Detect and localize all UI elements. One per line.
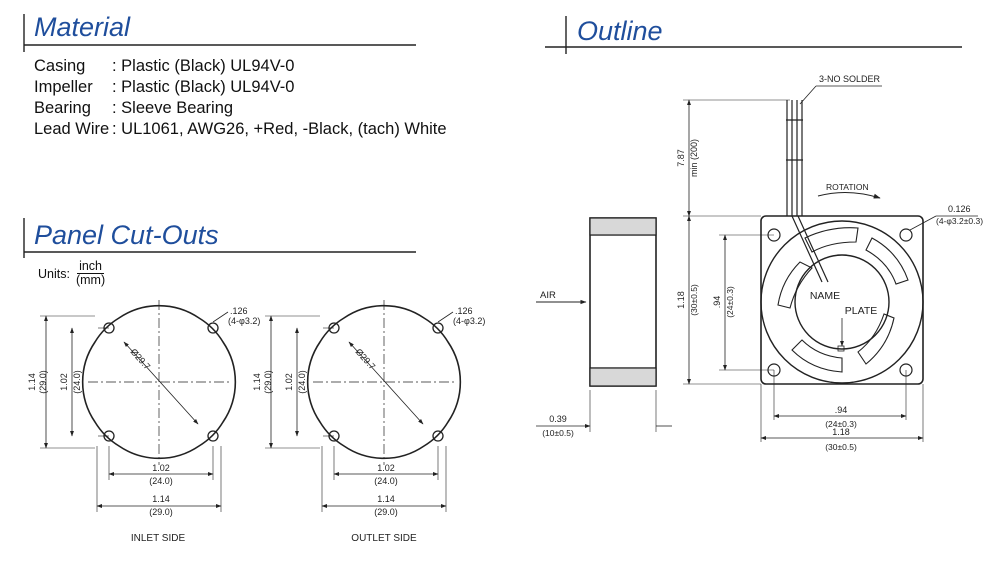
- solder-label: 3-NO SOLDER: [819, 74, 881, 84]
- material-key: Casing: [34, 57, 86, 75]
- outlet-dim-114-h: 1.14: [377, 494, 395, 504]
- width-24: (24±0.3): [825, 419, 857, 429]
- cutouts-rule: [23, 218, 416, 258]
- fan-front-view: [683, 85, 978, 442]
- material-heading: Material: [34, 12, 131, 42]
- material-list: Casing : Plastic (Black) UL94V-0 Impeller…: [34, 56, 447, 140]
- inlet-hole-note-2: (4-φ3.2): [228, 316, 260, 326]
- inlet-dim-102-h: 1.02: [152, 463, 170, 473]
- outlet-dim-102: 1.02: [284, 373, 294, 391]
- material-row-casing: Casing : Plastic (Black) UL94V-0: [34, 56, 447, 77]
- inlet-dim-24: (24.0): [72, 370, 82, 394]
- units-label: Units:: [38, 266, 70, 281]
- width-30: (30±0.5): [825, 442, 857, 452]
- air-label: AIR: [540, 290, 556, 301]
- inlet-cutout-drawing: [40, 300, 237, 512]
- inlet-dim-24-h: (24.0): [149, 476, 173, 486]
- material-key: Lead Wire: [34, 120, 110, 138]
- outlet-hole-note-2: (4-φ3.2): [453, 316, 485, 326]
- nameplate-name: NAME: [810, 290, 840, 302]
- hole-dim-mm: (4-φ3.2±0.3): [936, 216, 983, 226]
- inlet-dim-29-h: (29.0): [149, 507, 173, 517]
- units-mm: (mm): [75, 273, 106, 287]
- inlet-side-label: INLET SIDE: [131, 533, 186, 544]
- outlet-hole-note-1: .126: [455, 306, 473, 316]
- fan-hub: [794, 254, 890, 350]
- material-value: : Plastic (Black) UL94V-0: [112, 57, 295, 75]
- outlet-dim-24: (24.0): [297, 370, 307, 394]
- height-118: 1.18: [676, 291, 686, 309]
- outlet-dim-29-v: (29.0): [263, 370, 273, 394]
- inlet-dim-114-h: 1.14: [152, 494, 170, 504]
- width-94: .94: [835, 405, 848, 415]
- units-legend: Units: inch (mm): [38, 260, 105, 287]
- material-value: : Plastic (Black) UL94V-0: [112, 78, 295, 96]
- inlet-hole-note-1: .126: [230, 306, 248, 316]
- material-key: Impeller: [34, 78, 93, 96]
- outlet-cutout-drawing: [265, 300, 462, 512]
- height-30: (30±0.5): [689, 284, 699, 316]
- outlet-diameter-label: Ø29.7: [354, 347, 378, 372]
- thickness-dim: 0.39: [549, 414, 567, 424]
- lead-wires: [786, 100, 829, 283]
- material-rule: [23, 14, 416, 52]
- outline-heading: Outline: [577, 16, 663, 46]
- outlet-dim-114-v: 1.14: [252, 373, 262, 391]
- outlet-side-label: OUTLET SIDE: [351, 533, 417, 544]
- rotation-label: ROTATION: [826, 182, 869, 192]
- height-94: .94: [712, 296, 722, 309]
- inlet-diameter-label: Ø29.7: [129, 347, 153, 372]
- width-118: 1.18: [832, 427, 850, 437]
- thickness-dim-mm: (10±0.5): [542, 428, 574, 438]
- material-row-impeller: Impeller : Plastic (Black) UL94V-0: [34, 77, 447, 98]
- outlet-dim-24-h: (24.0): [374, 476, 398, 486]
- material-key: Bearing: [34, 99, 91, 117]
- units-fraction: inch (mm): [76, 260, 105, 287]
- hole-dim: 0.126: [948, 204, 971, 214]
- inlet-mount-holes: [103, 322, 219, 442]
- outline-rule: [545, 16, 962, 54]
- fan-blades: [777, 227, 909, 373]
- inlet-dim-114-v: 1.14: [27, 373, 37, 391]
- material-row-bearing: Bearing : Sleeve Bearing: [34, 98, 447, 119]
- lead-length-dim: 7.87: [676, 149, 686, 167]
- outlet-dim-29-h: (29.0): [374, 507, 398, 517]
- inlet-dim-29-v: (29.0): [38, 370, 48, 394]
- lead-length-min: min (200): [689, 139, 699, 177]
- material-row-lead-wire: Lead Wire: UL1061, AWG26, +Red, -Black, …: [34, 119, 447, 140]
- fan-side-view: [536, 217, 672, 432]
- height-24: (24±0.3): [725, 286, 735, 318]
- outlet-dim-102-h: 1.02: [377, 463, 395, 473]
- units-inch: inch: [77, 259, 104, 274]
- nameplate-plate: PLATE: [845, 305, 877, 317]
- inlet-dim-102: 1.02: [59, 373, 69, 391]
- fan-throat: [760, 220, 924, 384]
- inlet-cutout-outline: [81, 304, 237, 460]
- material-value: : Sleeve Bearing: [112, 99, 234, 117]
- panel-cutouts-heading: Panel Cut-Outs: [34, 220, 219, 250]
- material-value: : UL1061, AWG26, +Red, -Black, (tach) Wh…: [112, 120, 447, 138]
- outlet-cutout-outline: [306, 304, 462, 460]
